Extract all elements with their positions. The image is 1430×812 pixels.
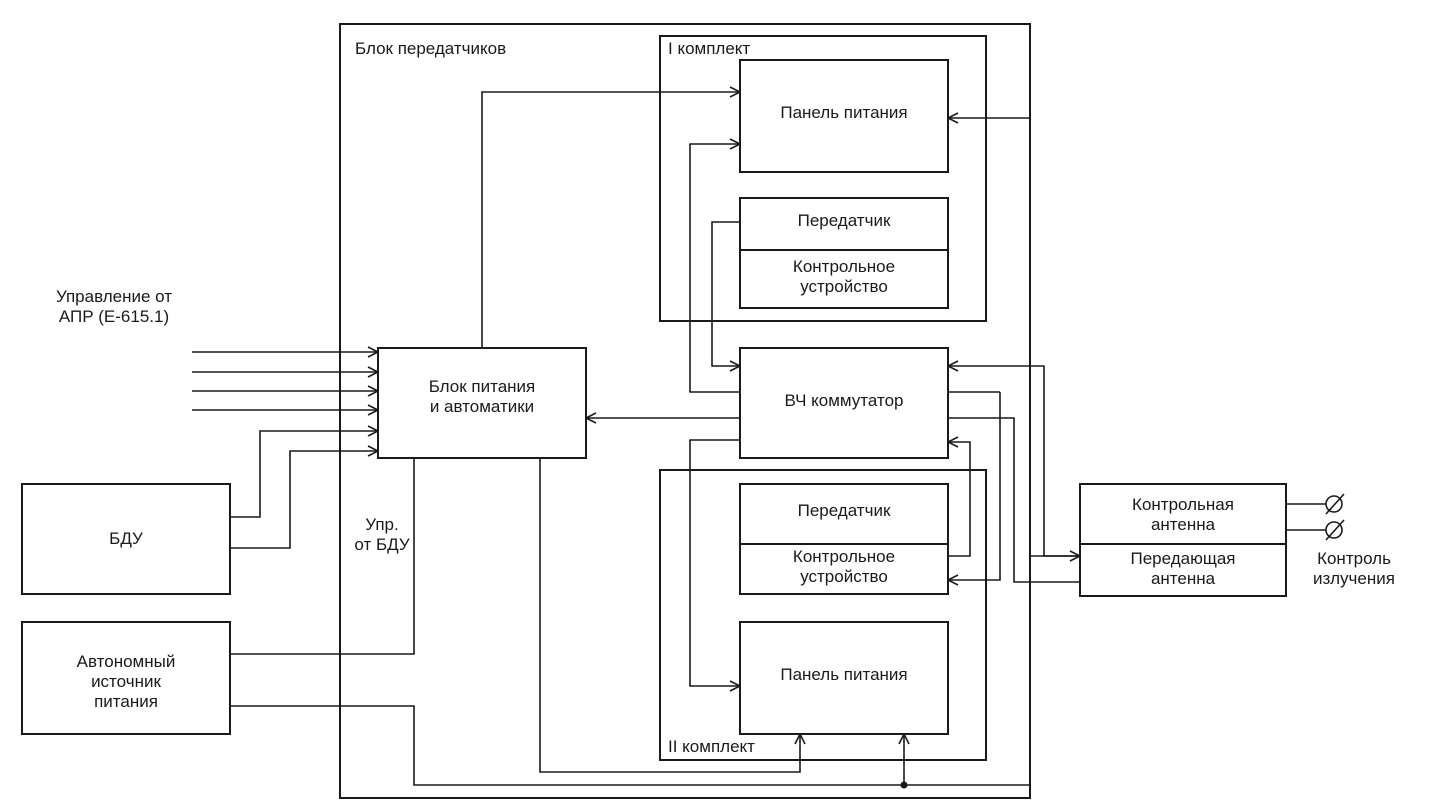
kit2-frame [659, 469, 987, 761]
bottom-right-line [904, 780, 1031, 786]
kit2-control-device-label-1: Контрольное [793, 547, 895, 566]
rfswitch-to-kit2-control-line [948, 392, 1001, 580]
kit1-control-device-label-1: Контрольное [793, 257, 895, 276]
kit2-title: II комплект [668, 737, 755, 756]
bdu-label: БДУ [109, 529, 143, 548]
bdu-line-1 [230, 431, 378, 518]
transmitter-unit-title: Блок передатчиков [355, 39, 506, 58]
autonomous-power-label-3: питания [94, 692, 158, 711]
autonomous-power-label-1: Автономный [77, 652, 176, 671]
autonomous-to-automation-line [230, 458, 415, 655]
autonomous-bottom-line [230, 705, 904, 786]
power-automation-label-1: Блок питания [429, 377, 536, 396]
kit2-transmitter-block [739, 483, 949, 595]
kit1-title: I комплект [668, 39, 750, 58]
transmitting-antenna-label-1: Передающая [1131, 549, 1236, 568]
terminal-2-icon [1325, 521, 1343, 539]
junction-dot [900, 781, 908, 789]
kit2-control-device-label-2: устройство [800, 567, 888, 586]
kit2-control-to-rfswitch-line [948, 442, 971, 557]
emission-control-label-1: Контроль [1317, 549, 1391, 568]
rfswitch-to-kit1-power-line [689, 144, 740, 393]
terminal-2-slash [1325, 519, 1345, 541]
power-automation-label-2: и автоматики [430, 397, 534, 416]
terminal-1-slash [1325, 493, 1345, 515]
kit1-frame [659, 35, 987, 322]
kit2-transmitter-label: Передатчик [798, 501, 891, 520]
terminal-1-icon [1325, 495, 1343, 513]
kit1-transmitter-label: Передатчик [798, 211, 891, 230]
control-antenna-label-1: Контрольная [1132, 495, 1234, 514]
kit2-power-panel-label: Панель питания [780, 665, 907, 684]
kit1-power-panel-label: Панель питания [780, 103, 907, 122]
rfswitch-to-kit2-power-line [689, 439, 740, 686]
antenna-block [1079, 483, 1287, 597]
bdu-control-label-2: от БДУ [354, 535, 409, 554]
autonomous-power-block [21, 621, 231, 735]
kit1-transmitter-block [739, 197, 949, 309]
autonomous-power-label-2: источник [91, 672, 161, 691]
rf-switch-block [739, 347, 949, 459]
automation-to-kit1-power-line [481, 92, 740, 348]
kit1-transmitter-to-rfswitch-line [711, 221, 740, 366]
kit1-control-device-label-2: устройство [800, 277, 888, 296]
control-antenna-label-2: антенна [1151, 515, 1216, 534]
apr-control-label-1: Управление от [56, 287, 172, 306]
emission-control-label-2: излучения [1313, 569, 1395, 588]
kit2-power-panel [739, 621, 949, 735]
transmitting-antenna-label-2: антенна [1151, 569, 1216, 588]
bdu-block [21, 483, 231, 595]
rfswitch-to-tx-antenna-line [948, 417, 1080, 583]
bus-to-kit1-power-line [948, 118, 1031, 780]
apr-control-label-2: АПР (Е-615.1) [59, 307, 169, 326]
automation-to-kit2-power-line [539, 458, 800, 773]
bdu-line-2 [230, 451, 378, 549]
rf-switch-label: ВЧ коммутатор [785, 391, 904, 410]
bdu-control-label-1: Упр. [365, 515, 398, 534]
